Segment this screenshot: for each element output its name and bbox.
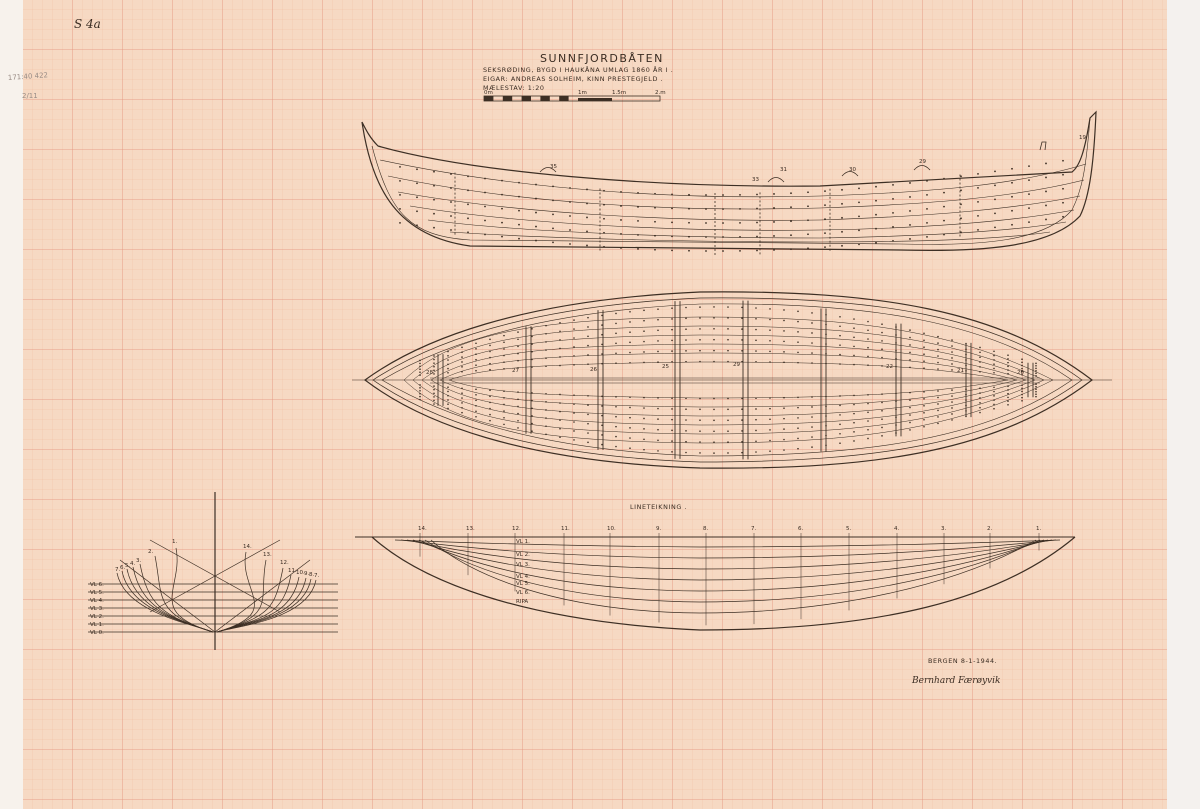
info-line-1: SEKSRØDING, BYGD I HAUKÅNA UMLAG 1860 ÅR… [483, 65, 673, 74]
oarlock-icon [841, 171, 859, 177]
plan-label: 27 [512, 368, 519, 374]
waterline-label: VL 1. [516, 539, 530, 545]
info-line-3: MÆLESTAV: 1:20 [483, 84, 545, 92]
plan-label: 28 [426, 370, 433, 376]
body-wl-label: VL 0. [90, 630, 104, 636]
body-section-label: 3. [136, 558, 141, 564]
station-label: 13. [466, 526, 475, 532]
plan-label: 21 [957, 368, 964, 374]
profile-label: 35 [550, 164, 557, 170]
body-section-label: 9. [304, 571, 309, 577]
station-label: 12. [512, 526, 521, 532]
profile-label: 33 [752, 177, 759, 183]
plan-label: 25 [662, 364, 669, 370]
body-section-label: 2. [148, 549, 153, 555]
body-wl-label: VL 4. [90, 598, 104, 604]
profile-label: 31 [780, 167, 787, 173]
waterline-label: VL 2. [516, 552, 530, 558]
body-wl-label: VL 5. [90, 590, 104, 596]
plan-label: 20 [1017, 370, 1024, 376]
stem-peg-icon [1039, 141, 1047, 151]
body-section-label: 4. [130, 561, 135, 567]
station-label: 14. [418, 526, 427, 532]
page-ref: S 4a [74, 17, 101, 31]
body-section-label: 5. [125, 563, 130, 569]
body-section-label: 11. [288, 568, 297, 574]
oarlock-icon [767, 177, 785, 183]
station-label: 1. [1036, 526, 1041, 532]
body-section-label: 7. [115, 567, 120, 573]
plan-view: 26 27 28 25 29 22 21 20 [352, 291, 1112, 469]
profile-view: 35 33 31 30 29 19 [361, 110, 1097, 258]
body-wl-label: VL 1. [90, 622, 104, 628]
waterline-label: VL 4. [516, 574, 530, 580]
plan-label: 29 [733, 362, 740, 368]
scale-label-3: 2.m [655, 90, 666, 96]
station-label: 5. [846, 526, 851, 532]
scale-label-0: 0m [484, 90, 493, 96]
body-section-label: 1. [172, 539, 177, 545]
scale-bar: 0m 1m 1.5m 2.m [483, 90, 666, 102]
station-label: 11. [561, 526, 570, 532]
body-section-label: 14. [243, 544, 252, 550]
waterline-label: VL 5. [516, 581, 530, 587]
plan-label: 22 [886, 364, 893, 370]
station-label: 6. [798, 526, 803, 532]
lines-title: LINETEIKNING . [630, 503, 687, 511]
profile-label: 30 [849, 167, 856, 173]
signature: Bernhard Færøyvik [911, 676, 1000, 686]
station-label: 4. [894, 526, 899, 532]
place-date: BERGEN 8-1-1944. [928, 657, 997, 665]
station-label: 2. [987, 526, 992, 532]
station-label: 9. [656, 526, 661, 532]
station-label: 3. [941, 526, 946, 532]
body-section-label: 13. [263, 552, 272, 558]
body-section-label: 12. [280, 560, 289, 566]
station-label: 8. [703, 526, 708, 532]
waterline-label: VL 3. [516, 562, 530, 568]
body-wl-label: VL 3. [90, 606, 104, 612]
scale-label-1: 1m [578, 90, 587, 96]
body-plan: 1. 2. 3. 4. 5. 6. 7. 14. 13. 12. 11. 10.… [88, 492, 338, 650]
oarlock-icon [913, 165, 931, 171]
oarlock-icon [539, 167, 557, 173]
waterline-label: VL 6. [516, 590, 530, 596]
body-section-label: 10. [296, 570, 305, 576]
profile-label: 29 [919, 159, 926, 165]
body-section-label: 7. [314, 573, 319, 579]
drawing-title: SUNNFJORDBÅTEN [540, 52, 664, 65]
body-section-label: 8. [309, 572, 314, 578]
scale-label-2: 1.5m [612, 90, 626, 96]
body-wl-label: VL 2. [90, 614, 104, 620]
station-label: 7. [751, 526, 756, 532]
lines-drawing: LINETEIKNING . 14. 13. 12. 11. 10. 9. 8.… [355, 503, 1076, 631]
waterline-label: RIPA [516, 599, 528, 605]
pencil-note-2: 2/11 [22, 92, 38, 100]
plan-label: 26 [590, 367, 597, 373]
body-wl-label: VL 6. [90, 582, 104, 588]
station-label: 10. [607, 526, 616, 532]
pencil-note-1: 171:40 422 [8, 71, 49, 82]
profile-label: 19 [1079, 135, 1086, 141]
info-line-2: EIGAR: ANDREAS SOLHEIM, KINN PRESTEGJELD… [483, 75, 663, 83]
body-section-label: 6. [120, 565, 125, 571]
